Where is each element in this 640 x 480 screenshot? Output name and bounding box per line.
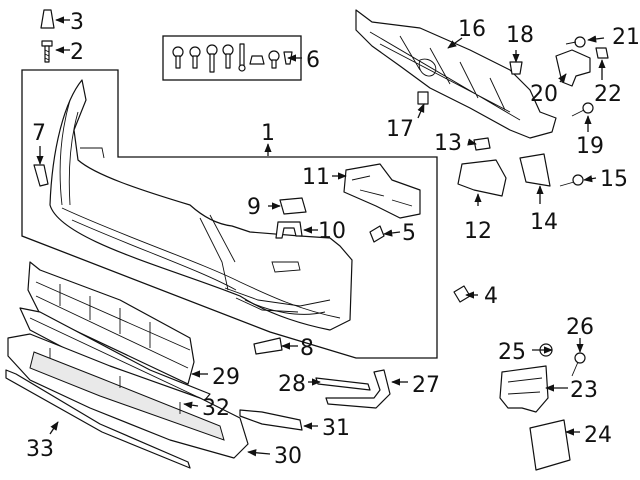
callout-16: 16 bbox=[458, 17, 486, 42]
part-26-bolt bbox=[571, 352, 586, 377]
callout-4: 4 bbox=[484, 284, 498, 309]
part-27-trim bbox=[325, 369, 391, 409]
callout-5: 5 bbox=[402, 221, 416, 246]
fastener-kit-box bbox=[162, 35, 302, 81]
callout-14: 14 bbox=[530, 210, 558, 235]
callout-2: 2 bbox=[70, 40, 84, 65]
part-28-strip bbox=[315, 377, 371, 391]
leader-lines bbox=[36, 16, 606, 457]
part-8-insert bbox=[253, 337, 283, 355]
callout-10: 10 bbox=[318, 219, 346, 244]
part-12-bracket bbox=[457, 159, 507, 197]
part-11-bracket bbox=[343, 163, 421, 219]
callout-31: 31 bbox=[322, 416, 350, 441]
callout-29: 29 bbox=[212, 365, 240, 390]
part-17-clip bbox=[417, 91, 429, 105]
callout-3: 3 bbox=[70, 10, 84, 35]
part-23-bracket bbox=[499, 365, 549, 413]
part-4-clip bbox=[453, 285, 471, 303]
fastener-kit-parts bbox=[172, 43, 293, 73]
part-13-clip bbox=[473, 137, 491, 151]
bumper-cover bbox=[49, 79, 353, 331]
part-3-cap bbox=[40, 9, 55, 29]
part-33-strip bbox=[5, 369, 191, 469]
part-2-bolt bbox=[41, 40, 53, 63]
part-18-clip bbox=[509, 61, 523, 75]
callout-32: 32 bbox=[202, 396, 230, 421]
callout-13: 13 bbox=[434, 131, 462, 156]
callout-21: 21 bbox=[612, 25, 640, 50]
part-19-bolt bbox=[571, 102, 594, 117]
callout-33: 33 bbox=[26, 437, 54, 462]
callout-23: 23 bbox=[570, 378, 598, 403]
callout-24: 24 bbox=[584, 423, 612, 448]
callout-22: 22 bbox=[594, 82, 622, 107]
part-29-grille bbox=[27, 261, 195, 385]
callout-20: 20 bbox=[530, 82, 558, 107]
callout-9: 9 bbox=[247, 195, 261, 220]
callout-11: 11 bbox=[302, 165, 330, 190]
part-5-clip bbox=[369, 225, 385, 243]
callout-18: 18 bbox=[506, 23, 534, 48]
callout-17: 17 bbox=[386, 117, 414, 142]
callout-28: 28 bbox=[278, 372, 306, 397]
callout-26: 26 bbox=[566, 315, 594, 340]
part-7-bracket bbox=[33, 164, 49, 187]
callout-30: 30 bbox=[274, 444, 302, 469]
callout-15: 15 bbox=[600, 167, 628, 192]
callout-labels: 3 2 6 7 1 11 9 10 5 8 16 18 21 20 22 17 … bbox=[26, 10, 640, 469]
callout-8: 8 bbox=[300, 336, 314, 361]
callout-27: 27 bbox=[412, 373, 440, 398]
part-10-clip bbox=[275, 221, 303, 239]
part-15-bolt bbox=[559, 174, 584, 187]
callout-25: 25 bbox=[498, 340, 526, 365]
assembly-box-outline bbox=[21, 69, 438, 359]
part-22-nut bbox=[595, 47, 609, 59]
callout-12: 12 bbox=[464, 219, 492, 244]
part-14-bracket bbox=[519, 153, 551, 187]
callout-19: 19 bbox=[576, 134, 604, 159]
part-9-bracket bbox=[279, 197, 307, 215]
callout-1: 1 bbox=[261, 121, 275, 146]
part-24-panel bbox=[529, 419, 571, 471]
part-21-bolt bbox=[565, 36, 586, 48]
part-31-strip bbox=[239, 409, 303, 431]
callout-7: 7 bbox=[32, 121, 46, 146]
callout-6: 6 bbox=[306, 48, 320, 73]
part-30-skid bbox=[7, 333, 249, 459]
